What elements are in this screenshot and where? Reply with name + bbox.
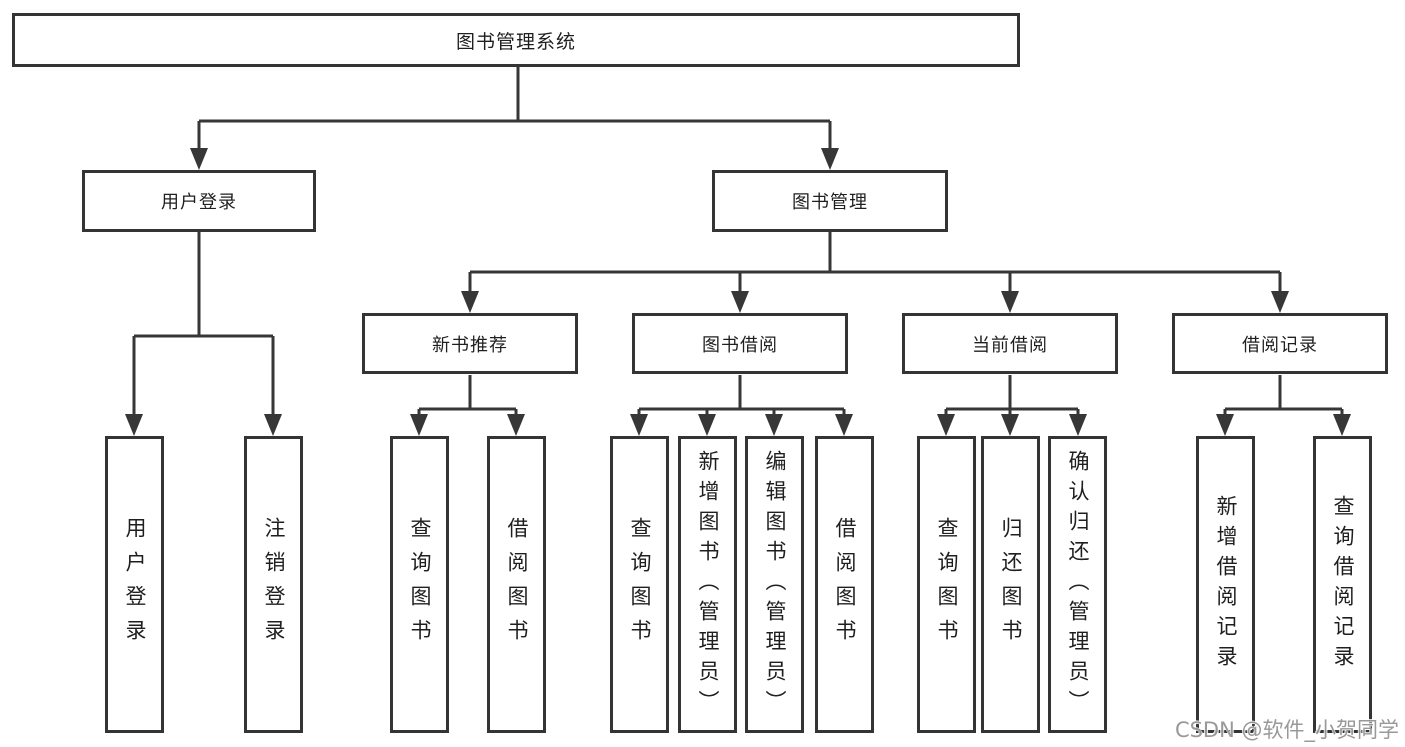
node-user-login: 用户登录 [82,170,316,232]
node-label: 图书管理系统 [455,30,576,53]
leaf-label: 编辑图书（管理员） [763,449,787,720]
leaf-label: 新增图书（管理员） [696,449,720,720]
leaf-query-books-current: 查询图书 [917,436,976,733]
node-label: 当前借阅 [972,334,1048,356]
node-label: 新书推荐 [432,334,508,356]
leaf-label: 用户登录 [123,516,147,653]
leaf-label: 借阅图书 [505,516,529,653]
node-book-management: 图书管理 [712,170,948,232]
node-label: 借阅记录 [1242,334,1318,356]
leaf-logout: 注销登录 [244,436,303,733]
leaf-confirm-return-admin: 确认归还（管理员） [1048,436,1107,733]
node-label: 图书借阅 [702,334,778,356]
leaf-label: 借阅图书 [833,516,857,653]
leaf-query-borrow-record: 查询借阅记录 [1313,436,1372,733]
leaf-label: 注销登录 [262,516,286,653]
node-label: 用户登录 [161,192,237,213]
leaf-label: 查询图书 [935,516,959,653]
leaf-label: 查询图书 [408,516,432,653]
leaf-label: 查询借阅记录 [1331,494,1355,675]
node-library-management-system: 图书管理系统 [12,13,1020,67]
leaf-label: 查询图书 [628,516,652,653]
node-book-borrowing: 图书借阅 [632,313,848,374]
leaf-label: 归还图书 [999,516,1023,653]
leaf-borrow-books-recommend: 借阅图书 [487,436,546,733]
leaf-query-books-borrowing: 查询图书 [610,436,669,733]
leaf-label: 新增借阅记录 [1214,494,1238,675]
node-new-book-recommendation: 新书推荐 [362,313,578,374]
leaf-borrow-books-borrowing: 借阅图书 [815,436,874,733]
leaf-edit-book-admin: 编辑图书（管理员） [745,436,804,733]
leaf-add-book-admin: 新增图书（管理员） [678,436,737,733]
leaf-query-books-recommend: 查询图书 [390,436,449,733]
csdn-watermark: CSDN @软件_小贺同学 [1174,718,1399,742]
node-label: 图书管理 [792,192,868,213]
leaf-return-books: 归还图书 [981,436,1040,733]
node-current-borrowing: 当前借阅 [902,313,1118,374]
leaf-user-login: 用户登录 [105,436,164,733]
node-borrowing-records: 借阅记录 [1172,313,1388,374]
leaf-add-borrow-record: 新增借阅记录 [1196,436,1255,733]
leaf-label: 确认归还（管理员） [1066,449,1090,720]
